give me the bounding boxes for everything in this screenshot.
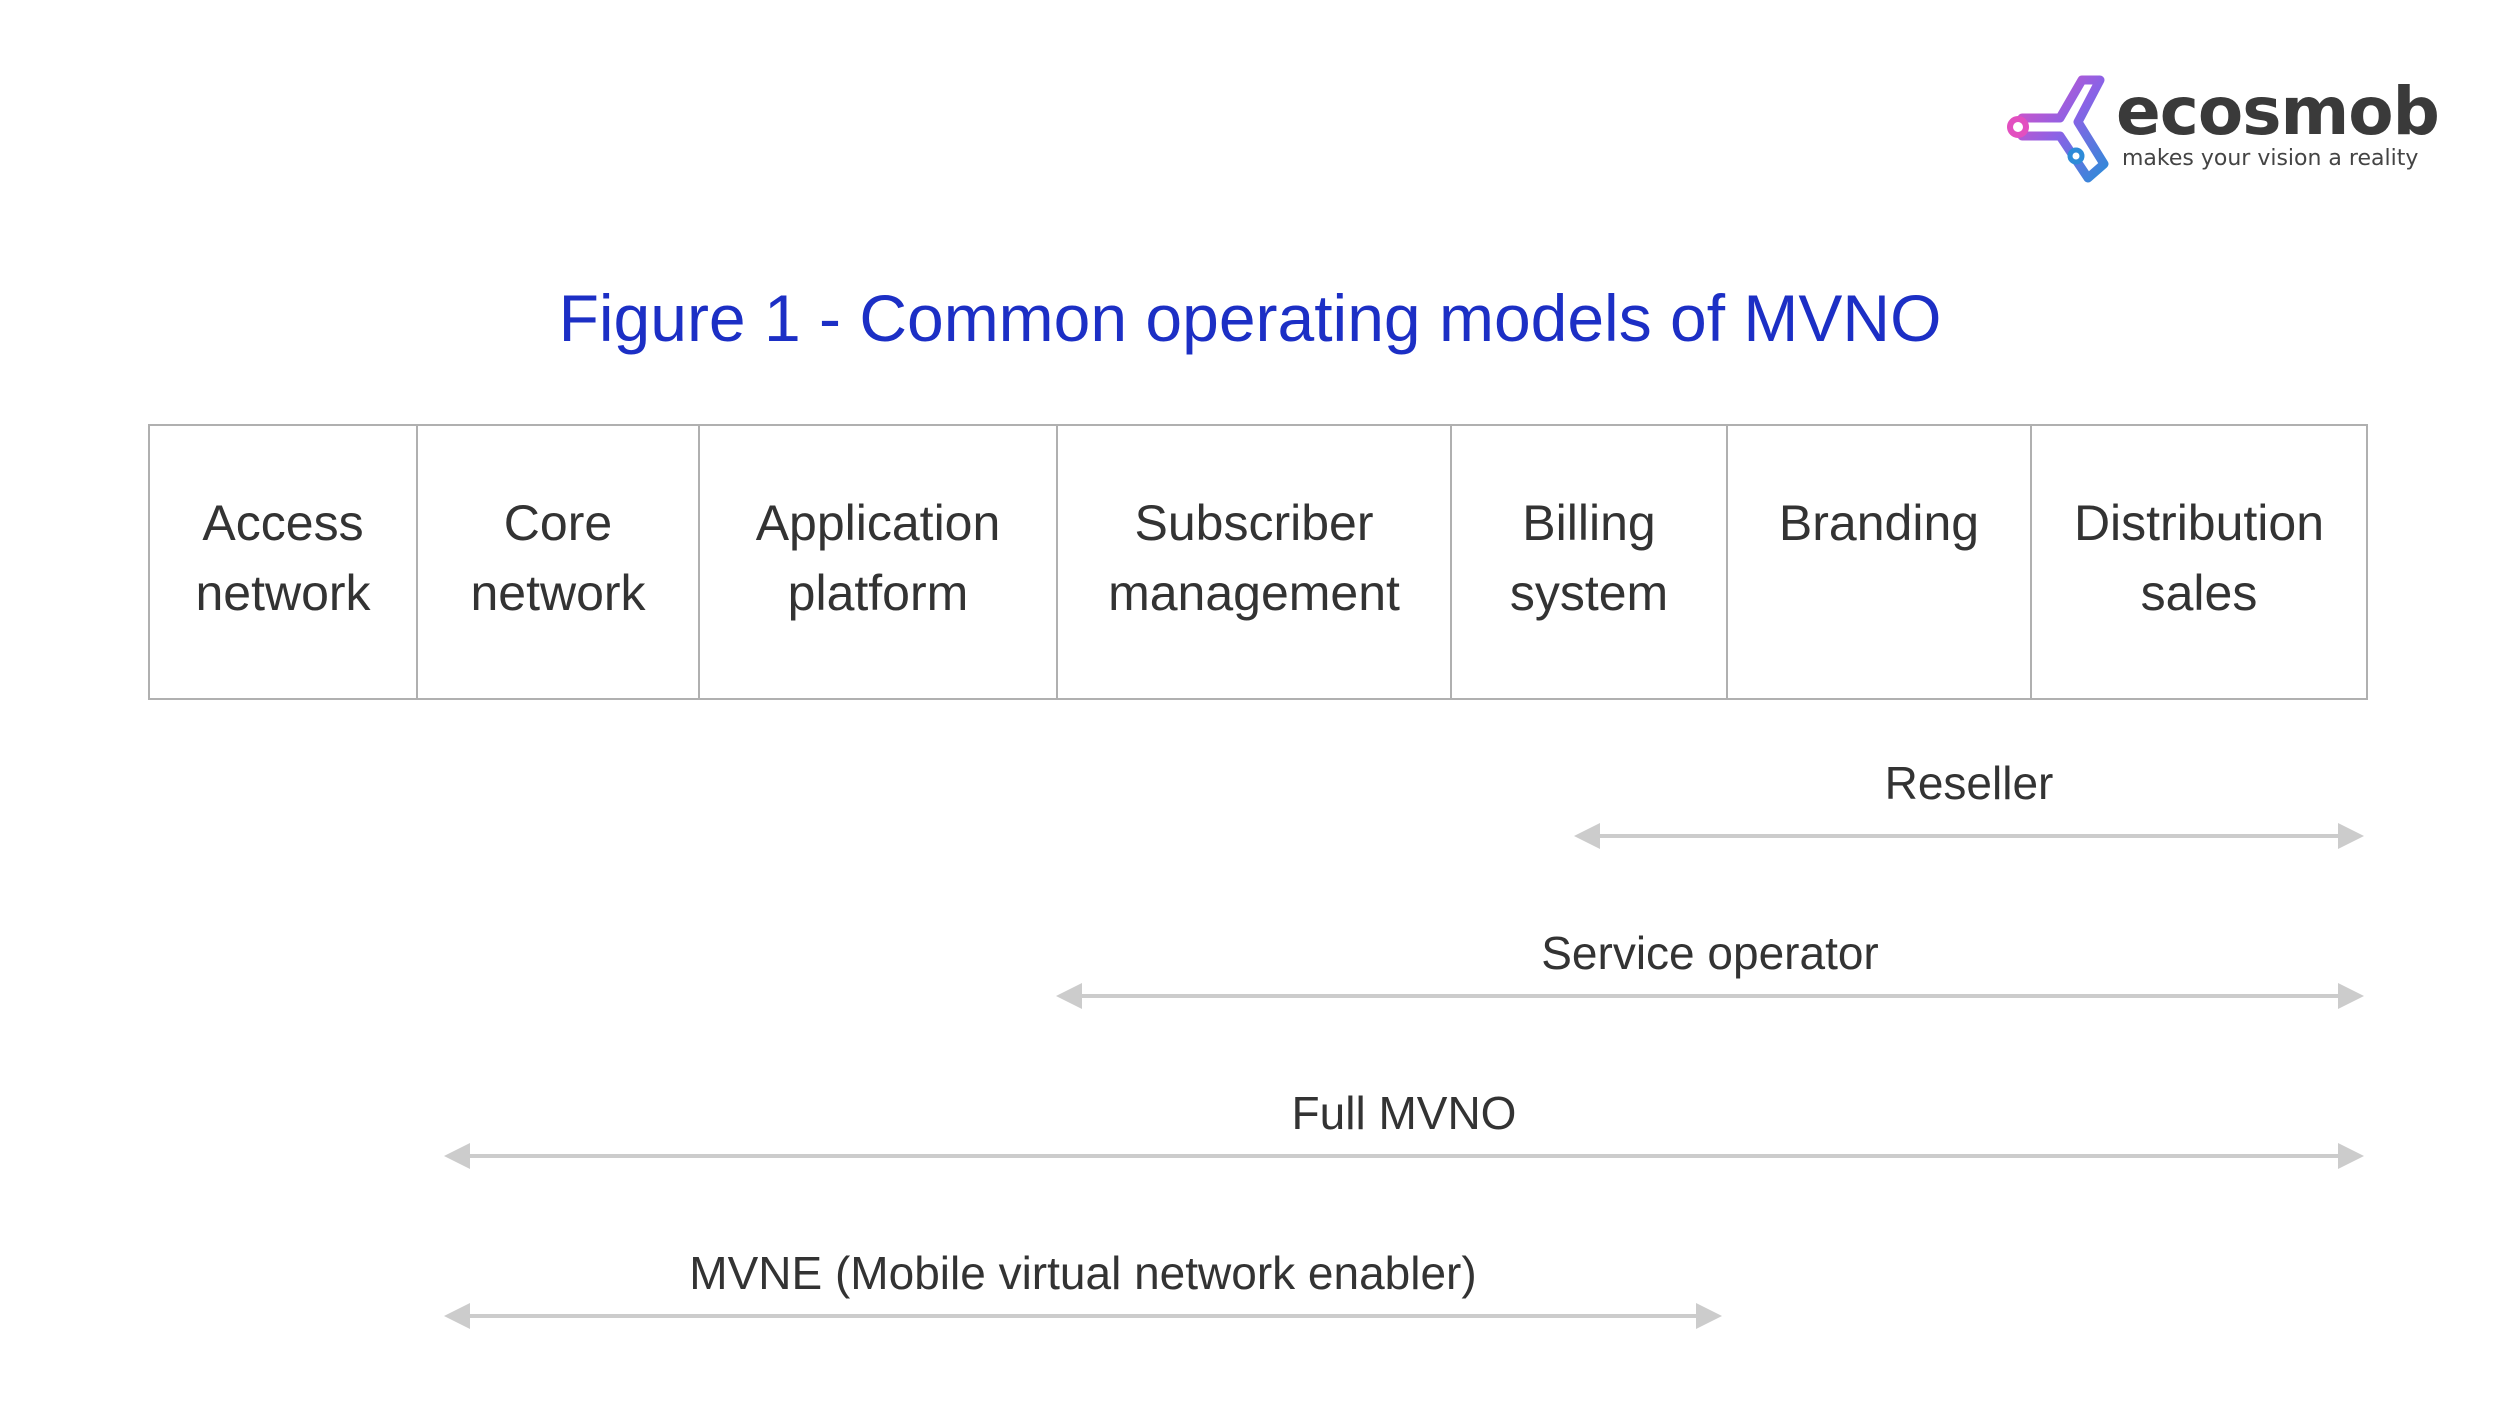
layer-cell: Core network [418,426,700,698]
arrowhead-right-icon [2338,1143,2364,1169]
logo-wordmark: ecosmob [2116,73,2440,150]
ecosmob-logo-icon [2007,75,2109,183]
layer-cell: Application platform [700,426,1058,698]
logo-tagline: makes your vision a reality [2122,146,2419,171]
model-label: Full MVNO [1291,1087,1517,1139]
layer-cell: Access network [150,426,418,698]
ecosmob-logo: ecosmob makes your vision a reality [2000,70,2440,190]
model-label: Reseller [1884,757,2054,809]
layer-cell: Branding [1728,426,2032,698]
model-label: MVNE (Mobile virtual network enabler) [689,1247,1477,1299]
model-arrow [444,1303,1722,1329]
layer-cell: Subscriber management [1058,426,1452,698]
arrowhead-right-icon [1696,1303,1722,1329]
layer-cell: Distribution sales [2073,495,2325,621]
figure-title: Figure 1 - Common operating models of MV… [558,281,1942,355]
layer-cell: Billing system [1452,426,1728,698]
arrowhead-right-icon [2338,823,2364,849]
model-arrow [1056,983,2364,1009]
model-arrow [1574,823,2364,849]
model-arrow [444,1143,2364,1169]
arrowhead-right-icon [2338,983,2364,1009]
model-label: Service operator [1541,927,1879,979]
arrowhead-left-icon [444,1303,470,1329]
arrowhead-left-icon [1056,983,1082,1009]
arrowhead-left-icon [1574,823,1600,849]
arrowhead-left-icon [444,1143,470,1169]
